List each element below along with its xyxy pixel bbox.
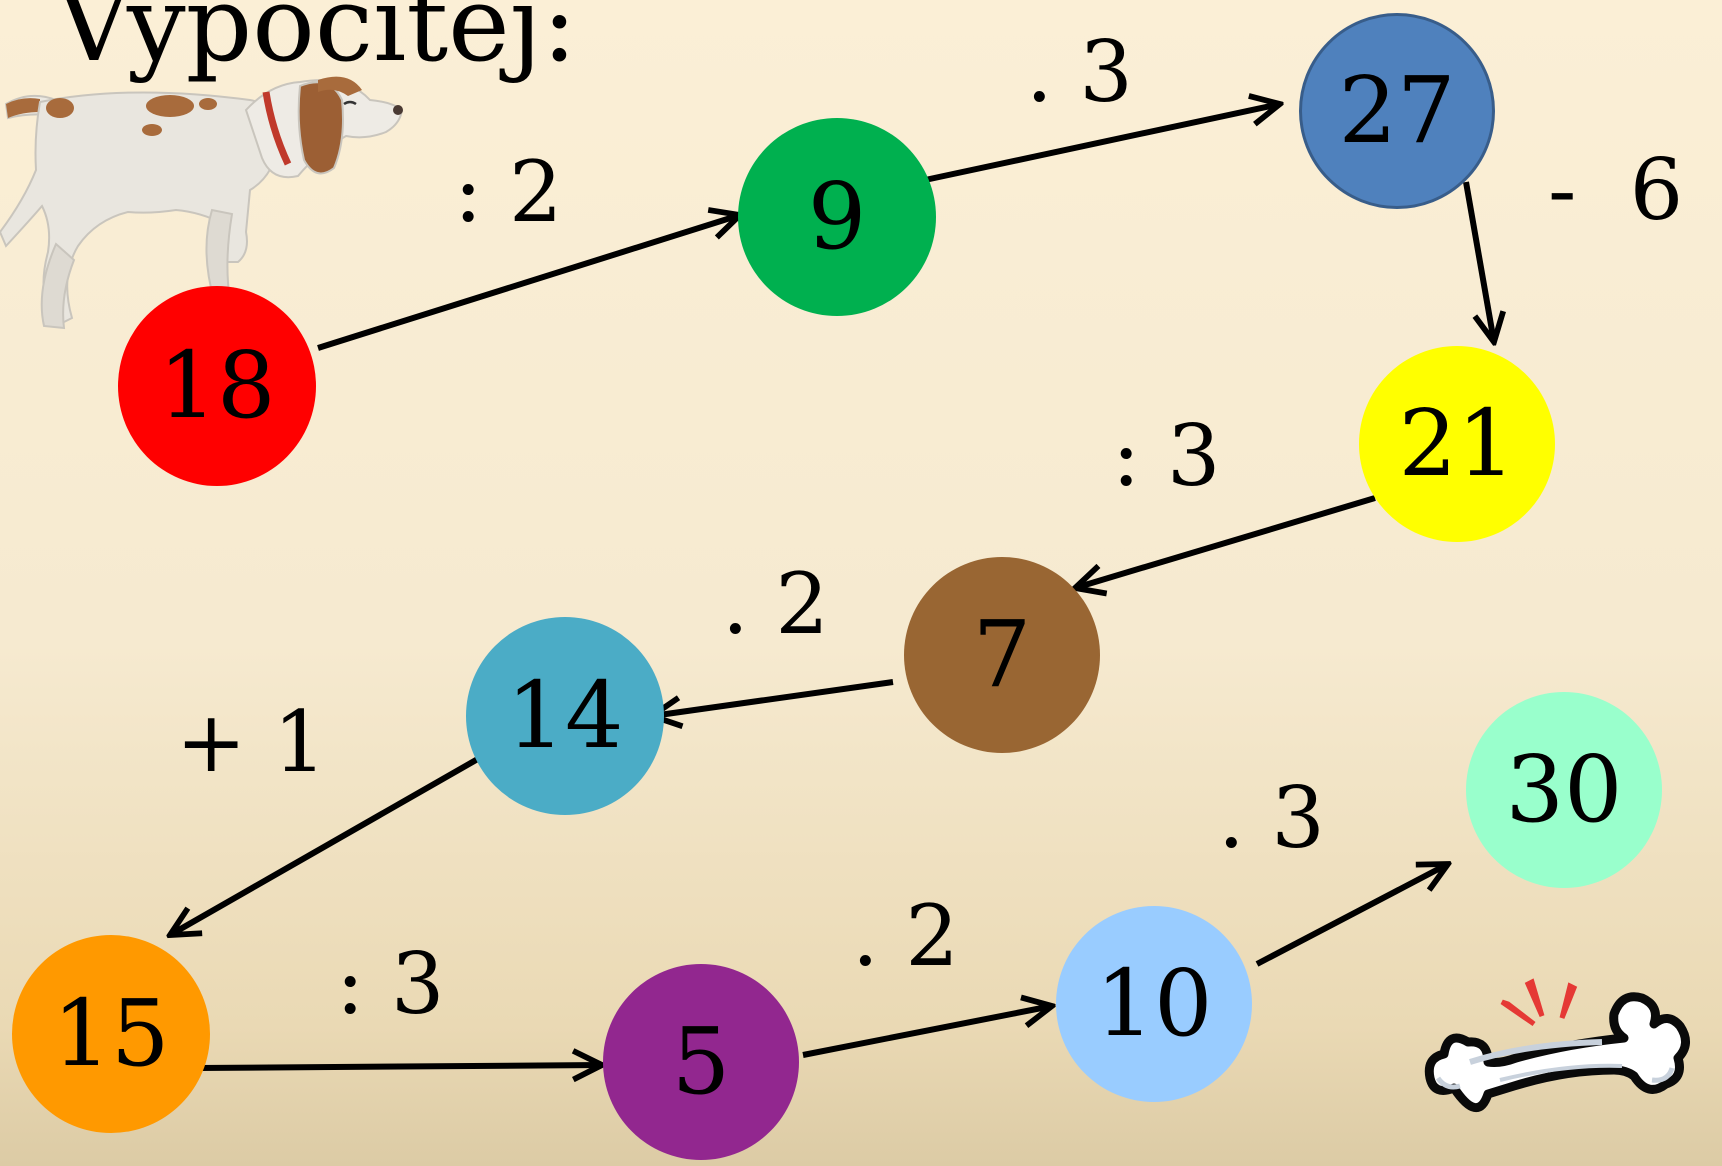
operation-label: . 2 <box>852 887 959 985</box>
operation-label: : 3 <box>1112 407 1221 505</box>
node-9: 9 <box>738 118 936 316</box>
dog-illustration <box>0 76 404 330</box>
node-27: 27 <box>1299 13 1495 209</box>
arrow-9-to-27 <box>924 104 1280 183</box>
arrow-21-to-7 <box>1075 495 1376 588</box>
operation-label: : 2 <box>454 143 563 241</box>
arrow-27-to-21 <box>1463 181 1494 342</box>
node-7: 7 <box>904 557 1100 753</box>
node-5: 5 <box>603 964 799 1160</box>
node-10: 10 <box>1056 906 1252 1102</box>
operation-label: . 3 <box>1026 23 1133 121</box>
arrow-15-to-5 <box>197 1065 602 1068</box>
page-title: Vypočítej: <box>56 0 577 85</box>
operation-label: : 3 <box>336 935 445 1033</box>
operation-label: - 6 <box>1548 141 1684 239</box>
node-30: 30 <box>1466 692 1662 888</box>
operation-label: . 2 <box>722 555 829 653</box>
arrow-10-to-30 <box>1255 864 1448 967</box>
arrow-7-to-14 <box>652 679 894 716</box>
node-14: 14 <box>466 617 664 815</box>
node-18: 18 <box>118 286 316 486</box>
arrow-14-to-15 <box>170 753 485 935</box>
operation-label: . 3 <box>1218 769 1325 867</box>
arrow-18-to-9 <box>317 215 740 351</box>
operation-label: + 1 <box>176 693 327 791</box>
arrow-5-to-10 <box>802 1006 1052 1058</box>
node-21: 21 <box>1359 346 1555 542</box>
node-15: 15 <box>12 935 210 1133</box>
